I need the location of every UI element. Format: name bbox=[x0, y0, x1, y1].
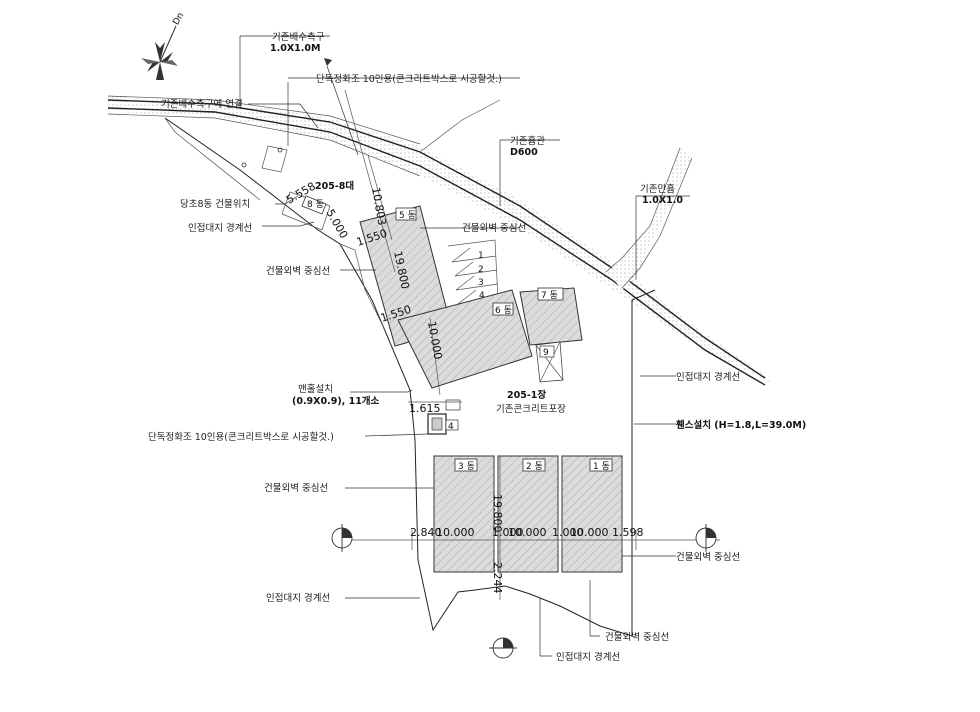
bldg8-pos-label: 당초8동 건물위치 bbox=[180, 198, 250, 210]
dim-2244: 2.244 bbox=[491, 562, 504, 594]
centerline-marker-icon bbox=[331, 524, 353, 552]
wall-center-2: 건물외벽 중심선 bbox=[266, 265, 330, 277]
building-7: 7 동 9 bbox=[519, 287, 583, 383]
adjacent-boundary-2: 인접대지 경계선 bbox=[676, 371, 740, 383]
adjacent-boundary-4: 인접대지 경계선 bbox=[556, 651, 620, 663]
dimension-lines bbox=[344, 89, 720, 600]
concrete-pave-label: 기존콘크리트포장 bbox=[496, 404, 566, 415]
north-arrow-icon: Dn bbox=[141, 11, 186, 80]
wall-center-4: 건물외벽 중심선 bbox=[676, 551, 740, 563]
leader-lines bbox=[239, 35, 690, 657]
building-6-tag: 6 동 bbox=[495, 305, 512, 316]
parking-4: 4 bbox=[479, 291, 485, 301]
dim-10000-3: 10.000 bbox=[570, 526, 609, 539]
centerline-marker-icon bbox=[489, 637, 517, 659]
existing-culvert-label: 기존만흄 bbox=[640, 183, 675, 195]
building-5: 5 동 bbox=[359, 205, 453, 347]
manhole-spec: (0.9X0.9), 11개소 bbox=[292, 395, 380, 407]
septic-top-label: 단독정화조 10인용(콘크리트박스로 시공할것.) bbox=[316, 74, 502, 85]
drainage-channel bbox=[107, 95, 770, 386]
parking-3: 3 bbox=[478, 278, 484, 288]
building-3-tag: 3 동 bbox=[458, 461, 475, 472]
building-9-tag: 9 bbox=[543, 348, 549, 358]
existing-outlet-label: 기존배수측구 bbox=[272, 32, 325, 43]
septic-bottom-label: 단독정화조 10인용(콘크리트박스로 시공할것.) bbox=[148, 432, 334, 443]
building-2: 2 동 bbox=[497, 455, 559, 573]
building-1: 1 동 bbox=[561, 455, 623, 573]
side-ditch bbox=[419, 99, 501, 153]
dim-10000-2: 10.000 bbox=[508, 526, 547, 539]
dim-19800-bot: 19.800 bbox=[491, 494, 504, 533]
parking-area: 1 2 3 4 bbox=[447, 239, 499, 307]
building-7-tag: 7 동 bbox=[541, 290, 558, 301]
dim-1615: 1.615 bbox=[409, 402, 441, 415]
adjacent-boundary-3: 인접대지 경계선 bbox=[266, 592, 330, 604]
building-1-tag: 1 동 bbox=[593, 461, 610, 472]
building-8-tag: 8 동 bbox=[307, 199, 324, 210]
building-4-tag: 4 bbox=[448, 422, 454, 432]
wall-center-1: 건물외벽 중심선 bbox=[462, 222, 526, 234]
parking-2: 2 bbox=[478, 265, 484, 275]
building-2-tag: 2 동 bbox=[526, 461, 543, 472]
north-label: Dn bbox=[171, 11, 186, 27]
dim-1000-1: 1.000 bbox=[492, 526, 524, 539]
building-4: 4 bbox=[427, 399, 461, 435]
parking-1: 1 bbox=[478, 251, 484, 261]
culvert-road bbox=[605, 147, 693, 290]
dim-2840: 2.840 bbox=[410, 526, 442, 539]
building-3: 3 동 bbox=[433, 455, 495, 573]
existing-pipe-size: D600 bbox=[510, 147, 538, 158]
building-6: 6 동 bbox=[397, 289, 533, 389]
existing-pipe-label: 기존흄관 bbox=[510, 135, 545, 147]
lot-205-8: 8 동 bbox=[241, 145, 331, 231]
existing-outlet-size: 1.0X1.0M bbox=[270, 43, 320, 54]
existing-culvert-size: 1.0X1.0 bbox=[642, 195, 683, 206]
building-8 bbox=[301, 195, 327, 215]
dim-1000-2: 1.000 bbox=[552, 526, 584, 539]
centerline-marker-icon bbox=[695, 524, 717, 552]
dim-1598: 1.598 bbox=[612, 526, 644, 539]
adjacent-boundary-1: 인접대지 경계선 bbox=[188, 222, 252, 234]
dim-10000-1: 10.000 bbox=[436, 526, 475, 539]
building-5-tag: 5 동 bbox=[399, 210, 416, 221]
lot-205-1-label: 205-1장 bbox=[507, 389, 546, 401]
wall-center-5: 건물외벽 중심선 bbox=[605, 631, 669, 643]
lot-205-8-label: 205-8대 bbox=[315, 180, 354, 192]
manhole-label: 맨홀설치 bbox=[298, 383, 333, 395]
fence-label: 휀스설치 (H=1.8,L=39.0M) bbox=[676, 419, 806, 431]
wall-center-3: 건물외벽 중심선 bbox=[264, 482, 328, 494]
connect-existing-label: 기존배수측구에 연결 bbox=[161, 99, 243, 110]
annotation-labels: 기존배수측구 1.0X1.0M 단독정화조 10인용(콘크리트박스로 시공할것.… bbox=[148, 32, 806, 663]
